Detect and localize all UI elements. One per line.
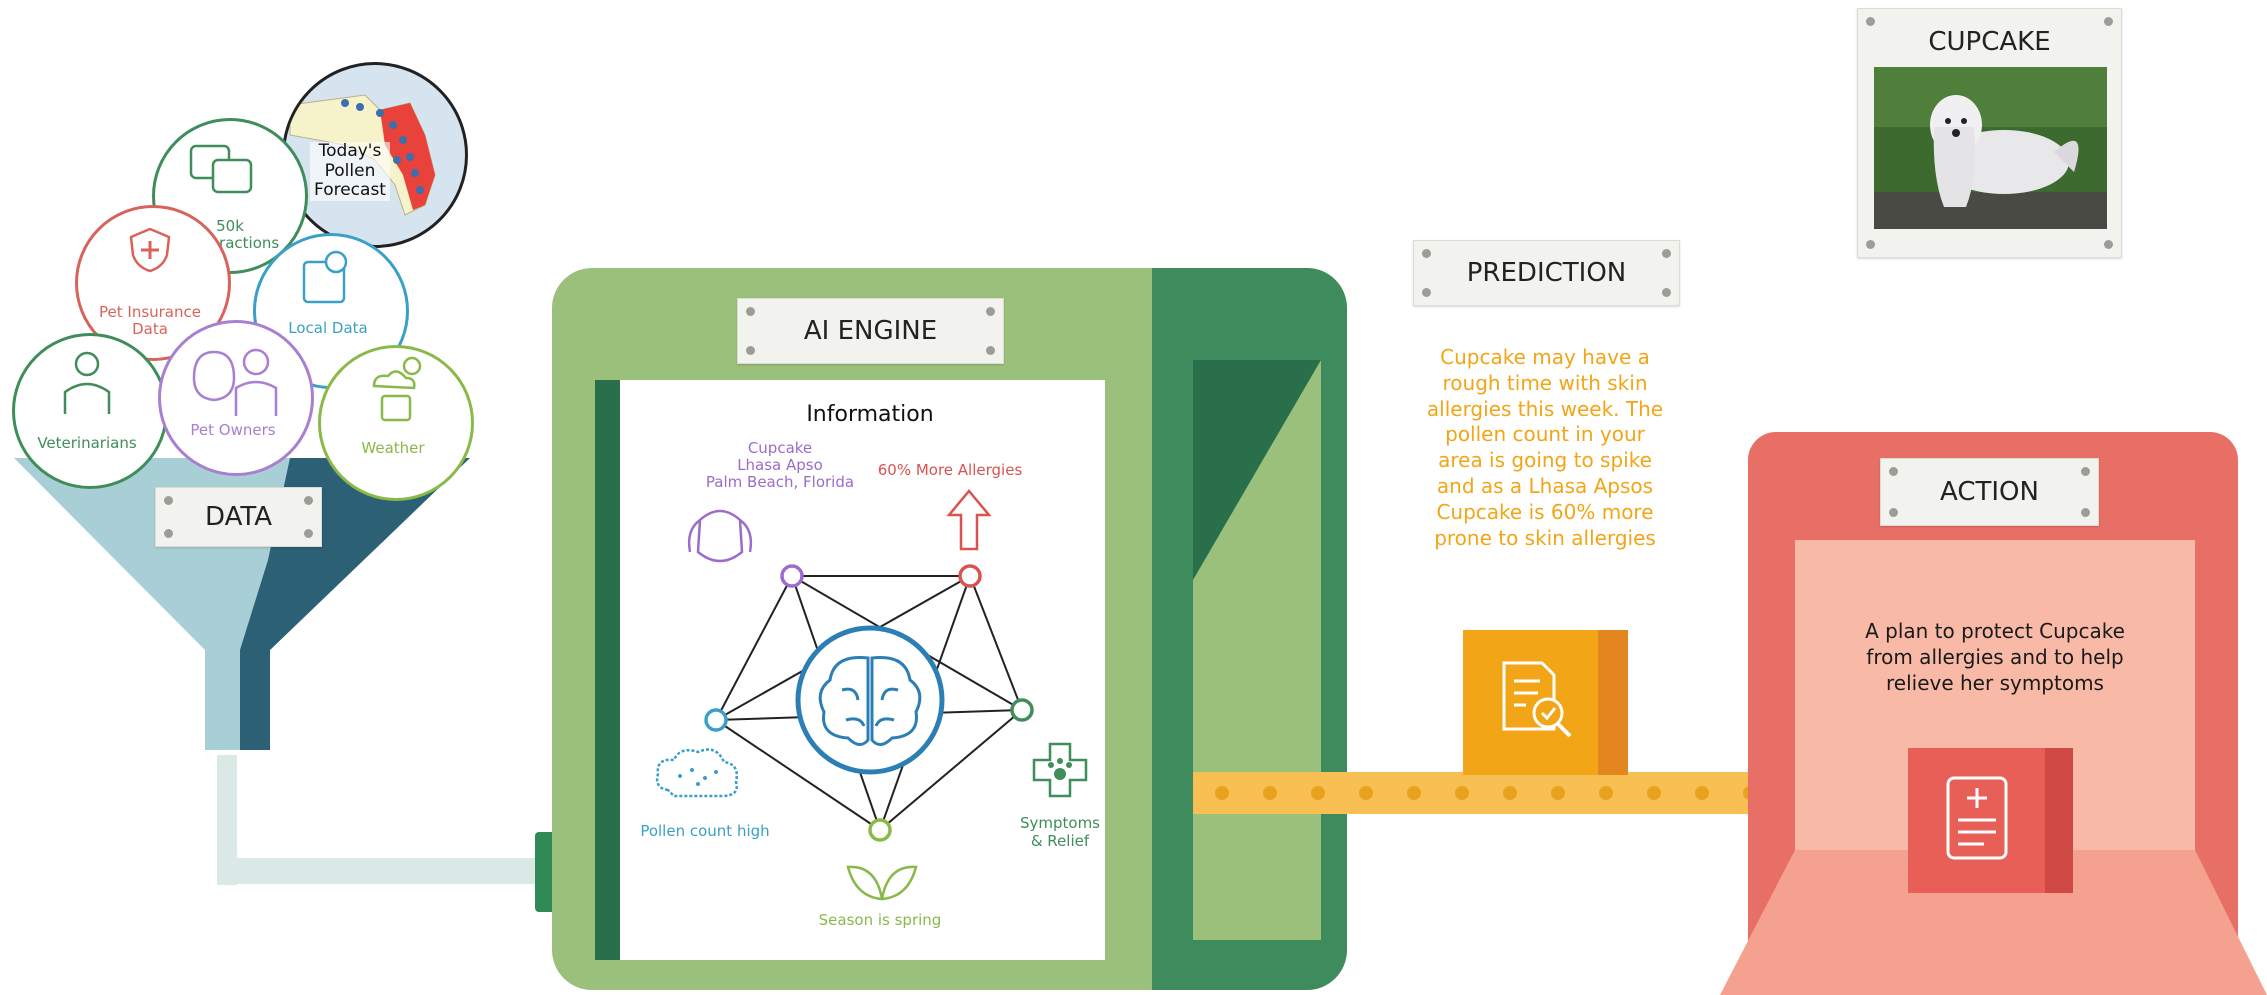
action-plate: ACTION xyxy=(1880,458,2099,526)
pet-owner-icon xyxy=(192,348,278,416)
action-line: from allergies and to help xyxy=(1866,645,2124,669)
prediction-line: prone to skin allergies xyxy=(1434,525,1656,550)
action-machine xyxy=(1720,432,2267,995)
pollen-cloud-icon xyxy=(655,748,738,798)
veterinarian-icon xyxy=(63,351,111,414)
data-pipe xyxy=(217,755,559,912)
prediction-box xyxy=(1463,630,1628,775)
belt-dot xyxy=(1695,786,1709,800)
leaves-icon xyxy=(846,865,918,901)
ai-engine-plate-label: AI ENGINE xyxy=(803,316,938,346)
belt-dot xyxy=(1647,786,1661,800)
belt-dot xyxy=(1215,786,1229,800)
belt-dot xyxy=(1599,786,1613,800)
information-network xyxy=(704,564,1034,842)
chat-bubbles-icon xyxy=(189,144,253,194)
prediction-line: area is going to spike xyxy=(1438,448,1652,473)
prediction-plate-label: PREDICTION xyxy=(1466,258,1627,288)
prediction-text: Cupcake may have a rough time with skin … xyxy=(1375,345,1715,551)
action-line: A plan to protect Cupcake xyxy=(1865,619,2125,643)
medical-report-icon xyxy=(1946,776,2008,860)
season-label: Season is spring xyxy=(818,911,942,929)
prediction-line: rough time with skin xyxy=(1442,370,1648,395)
pollen-label: Pollen count high xyxy=(640,822,770,840)
engine-info-title: Information xyxy=(806,402,934,427)
document-search-icon xyxy=(1502,661,1572,738)
dog-photo xyxy=(1874,67,2107,229)
belt-dot xyxy=(1407,786,1421,800)
weather-label: Weather xyxy=(361,439,425,457)
prediction-line: Cupcake may have a xyxy=(1440,345,1650,369)
pollen-forecast-label: Today's Pollen Forecast xyxy=(310,141,390,201)
belt-dot xyxy=(1359,786,1373,800)
data-plate-label: DATA xyxy=(205,502,272,532)
cupcake-card: CUPCAKE xyxy=(1857,8,2122,258)
pet-owners-label: Pet Owners xyxy=(190,421,276,439)
weather-icon xyxy=(372,356,422,422)
tablet-icon xyxy=(302,250,348,304)
shield-icon xyxy=(129,227,171,273)
cupcake-card-label: CUPCAKE xyxy=(1928,27,2051,57)
prediction-plate: PREDICTION xyxy=(1413,240,1680,306)
pet-name: Cupcake xyxy=(747,439,813,457)
pet-breed: Lhasa Apso xyxy=(737,456,823,474)
belt-dot xyxy=(1503,786,1517,800)
prediction-line: allergies this week. The xyxy=(1426,396,1664,421)
symptoms-label-1: Symptoms xyxy=(1019,814,1101,832)
action-line: relieve her symptoms xyxy=(1886,671,2104,695)
belt-dot xyxy=(1455,786,1469,800)
data-plate: DATA xyxy=(155,487,322,547)
brain-icon xyxy=(818,655,922,746)
conveyor-belt xyxy=(1193,772,1757,814)
belt-dot xyxy=(1263,786,1277,800)
belt-dot xyxy=(1311,786,1325,800)
action-text: A plan to protect Cupcake from allergies… xyxy=(1815,618,2175,696)
prediction-line: pollen count in your xyxy=(1445,422,1645,447)
up-arrow-icon xyxy=(946,489,992,551)
pet-location: Palm Beach, Florida xyxy=(705,473,855,491)
prediction-line: and as a Lhasa Apsos xyxy=(1436,473,1654,498)
prediction-line: Cupcake is 60% more xyxy=(1436,499,1654,524)
pet-insurance-label: Pet Insurance Data xyxy=(99,303,201,339)
paw-cross-icon xyxy=(1032,742,1088,798)
ai-engine-plate: AI ENGINE xyxy=(737,298,1004,364)
local-data-label: Local Data xyxy=(288,319,368,337)
action-plate-label: ACTION xyxy=(1940,477,2039,507)
map-icon xyxy=(289,94,436,216)
symptoms-label-2: & Relief xyxy=(1030,832,1090,850)
belt-dot xyxy=(1551,786,1565,800)
dog-icon xyxy=(687,509,753,563)
allergies-label: 60% More Allergies xyxy=(877,461,1023,479)
veterinarians-label: Veterinarians xyxy=(37,434,137,452)
